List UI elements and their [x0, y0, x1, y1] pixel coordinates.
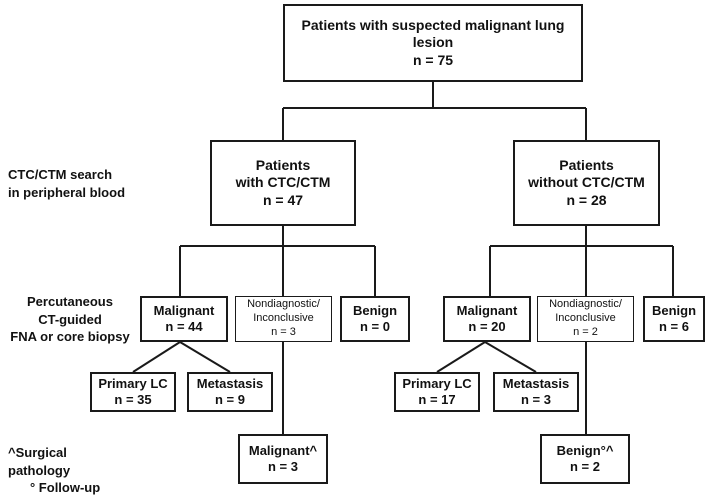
left-primary-label: Primary LC — [98, 375, 168, 391]
left-outcome-count: n = 3 — [268, 459, 298, 474]
left-nondiagnostic-count: n = 3 — [271, 325, 296, 338]
connector-right-primary — [436, 341, 486, 373]
group-without-ctc-line2: without CTC/CTM — [528, 174, 645, 191]
right-nondiagnostic-label2: Inconclusive — [555, 312, 616, 325]
left-primary-box: Primary LC n = 35 — [90, 372, 176, 412]
legend-surgical-pathology: ^Surgical pathology — [8, 445, 71, 478]
right-outcome-label: Benign°^ — [556, 442, 614, 458]
group-with-ctc-line1: Patients — [255, 156, 311, 173]
left-malignant-box: Malignant n = 44 — [140, 296, 228, 342]
right-malignant-box: Malignant n = 20 — [443, 296, 531, 342]
group-without-ctc-box: Patients without CTC/CTM n = 28 — [513, 140, 660, 226]
right-malignant-count: n = 20 — [468, 319, 506, 334]
right-nondiagnostic-box: Nondiagnostic/ Inconclusive n = 2 — [537, 296, 634, 342]
right-metastasis-box: Metastasis n = 3 — [493, 372, 579, 412]
left-benign-count: n = 0 — [360, 319, 390, 334]
left-malignant-label: Malignant — [153, 302, 215, 318]
connector-right-metastasis — [484, 341, 537, 373]
side-label-ctc-line1: CTC/CTM search — [8, 167, 113, 182]
legend-follow-up: ° Follow-up — [30, 480, 101, 496]
right-outcome-box: Benign°^ n = 2 — [540, 434, 630, 484]
right-benign-label: Benign — [651, 302, 697, 318]
left-nondiagnostic-label2: Inconclusive — [253, 312, 314, 325]
right-metastasis-label: Metastasis — [502, 375, 570, 391]
left-outcome-box: Malignant^ n = 3 — [238, 434, 328, 484]
right-nondiagnostic-label1: Nondiagnostic/ — [549, 298, 622, 311]
side-label-biopsy-line2: CT-guided — [38, 311, 102, 327]
root-title: Patients with suspected malignant lung l… — [301, 16, 565, 51]
side-label-legend: ^Surgical pathology ° Follow-up — [8, 444, 132, 497]
side-label-biopsy: Percutaneous CT-guided FNA or core biops… — [8, 293, 132, 346]
group-with-ctc-box: Patients with CTC/CTM n = 47 — [210, 140, 356, 226]
group-with-ctc-line2: with CTC/CTM — [235, 174, 331, 191]
side-label-ctc-search: CTC/CTM search in peripheral blood — [8, 166, 125, 201]
right-benign-count: n = 6 — [659, 319, 689, 334]
right-primary-count: n = 17 — [418, 392, 456, 407]
right-malignant-label: Malignant — [456, 302, 518, 318]
left-metastasis-label: Metastasis — [196, 375, 264, 391]
left-malignant-count: n = 44 — [165, 319, 203, 334]
left-primary-count: n = 35 — [114, 392, 152, 407]
left-nondiagnostic-box: Nondiagnostic/ Inconclusive n = 3 — [235, 296, 332, 342]
left-outcome-label: Malignant^ — [248, 442, 318, 458]
right-outcome-count: n = 2 — [570, 459, 600, 474]
right-primary-box: Primary LC n = 17 — [394, 372, 480, 412]
group-with-ctc-count: n = 47 — [262, 191, 304, 208]
left-nondiagnostic-label1: Nondiagnostic/ — [247, 298, 320, 311]
group-without-ctc-count: n = 28 — [566, 191, 607, 208]
left-metastasis-box: Metastasis n = 9 — [187, 372, 273, 412]
left-benign-box: Benign n = 0 — [340, 296, 410, 342]
left-metastasis-count: n = 9 — [215, 392, 245, 407]
right-primary-label: Primary LC — [402, 375, 472, 391]
side-label-biopsy-line1: Percutaneous — [27, 294, 113, 309]
side-label-biopsy-line3: FNA or core biopsy — [10, 329, 130, 345]
group-without-ctc-line1: Patients — [559, 156, 614, 173]
root-count: n = 75 — [412, 51, 454, 68]
connector-left-metastasis — [179, 341, 231, 373]
side-label-ctc-line2: in peripheral blood — [8, 184, 126, 200]
left-benign-label: Benign — [352, 302, 398, 318]
connector-left-primary — [132, 341, 181, 373]
right-benign-box: Benign n = 6 — [643, 296, 705, 342]
root-box: Patients with suspected malignant lung l… — [283, 4, 583, 82]
right-nondiagnostic-count: n = 2 — [573, 325, 598, 338]
right-metastasis-count: n = 3 — [521, 392, 551, 407]
